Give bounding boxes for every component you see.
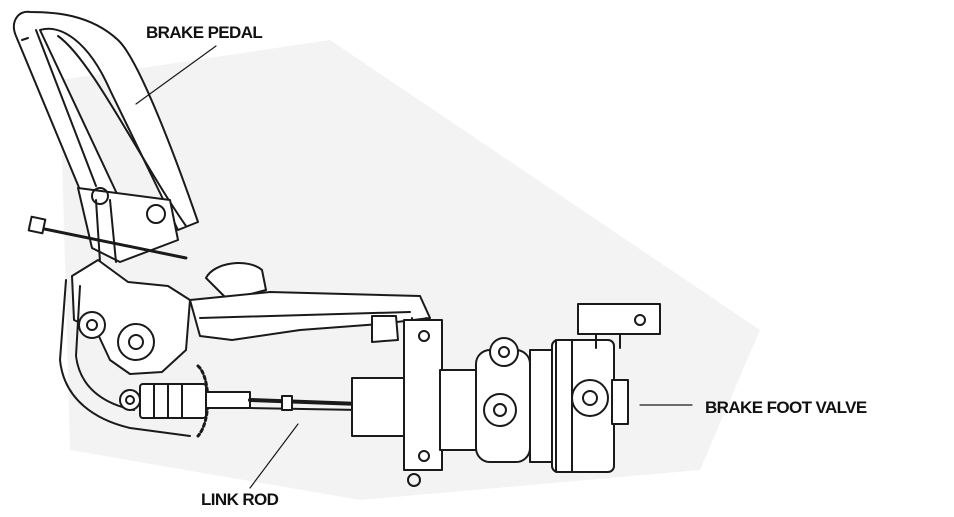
leader-line-brake-pedal xyxy=(135,45,217,105)
pedal-pivot-bracket xyxy=(27,187,188,263)
brake-pedal-label: BRAKE PEDAL xyxy=(146,23,263,42)
leader-line-link-rod xyxy=(249,423,299,489)
link-rod-assembly xyxy=(119,364,362,438)
lever-housing xyxy=(59,259,191,437)
brake-foot-valve-body xyxy=(351,319,629,487)
link-rod-label: LINK ROD xyxy=(201,490,279,509)
valve-mounting-plate xyxy=(577,303,661,349)
brake-foot-valve-label: BRAKE FOOT VALVE xyxy=(705,398,867,417)
